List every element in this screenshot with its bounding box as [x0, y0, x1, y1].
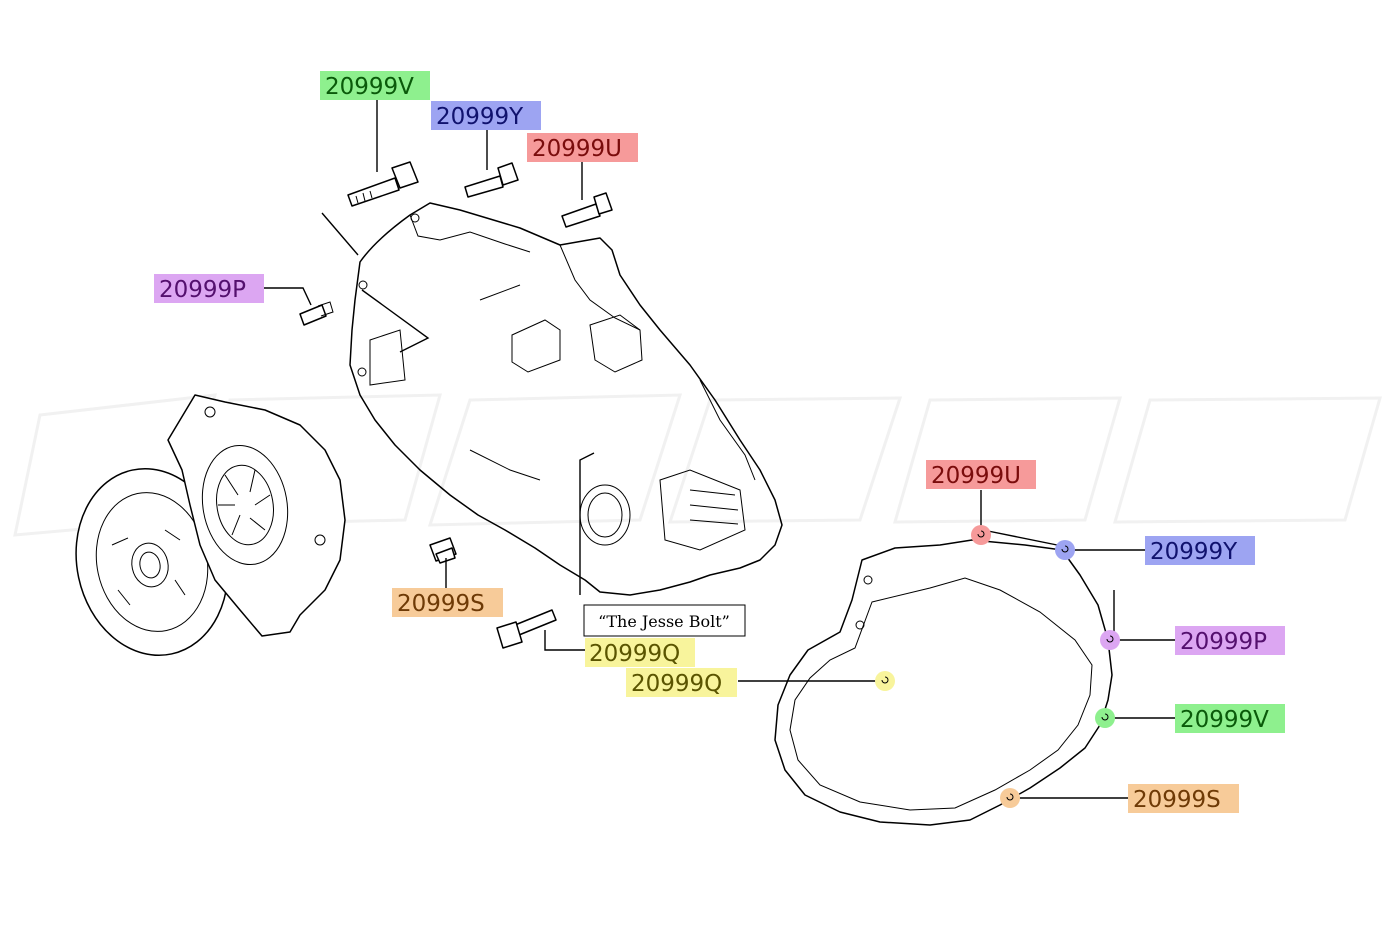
leader-lines [264, 100, 1176, 799]
label-20999y-top: 20999Y [436, 104, 524, 130]
bolt-p-drawing [299, 301, 334, 326]
label-20999s-bottom: 20999S [397, 591, 485, 617]
label-20999y-gasket: 20999Y [1150, 539, 1238, 565]
part-labels: 20999V 20999Y 20999U 20999P 20999S 20999… [154, 71, 1285, 813]
watermark [13, 393, 1382, 537]
bolt-u-drawing [561, 192, 613, 228]
marker-y [1055, 540, 1075, 560]
label-20999s-gasket: 20999S [1133, 787, 1221, 813]
jesse-bolt-callout: “The Jesse Bolt” [583, 604, 746, 637]
bolt-y-drawing [464, 162, 519, 198]
bolt-v-drawing [347, 161, 419, 207]
gasket-drawing [774, 539, 1113, 826]
callout-text: “The Jesse Bolt” [598, 612, 730, 631]
label-20999q-bottom: 20999Q [589, 641, 680, 667]
marker-v [1095, 708, 1115, 728]
label-20999p-left: 20999P [159, 277, 246, 303]
bolt-q-drawing [496, 609, 557, 649]
marker-q [875, 671, 895, 691]
label-20999v-top: 20999V [325, 74, 414, 100]
label-20999u-gasket: 20999U [931, 463, 1021, 489]
marker-p [1100, 630, 1120, 650]
pressure-plate-drawing [167, 394, 346, 637]
marker-s [1000, 788, 1020, 808]
label-20999q-gasket: 20999Q [631, 671, 722, 697]
marker-u [971, 525, 991, 545]
label-20999p-gasket: 20999P [1180, 629, 1267, 655]
label-20999u-top: 20999U [532, 136, 622, 162]
label-20999v-gasket: 20999V [1180, 707, 1269, 733]
gasket-markers [875, 525, 1120, 808]
bolt-s-drawing [429, 537, 457, 564]
